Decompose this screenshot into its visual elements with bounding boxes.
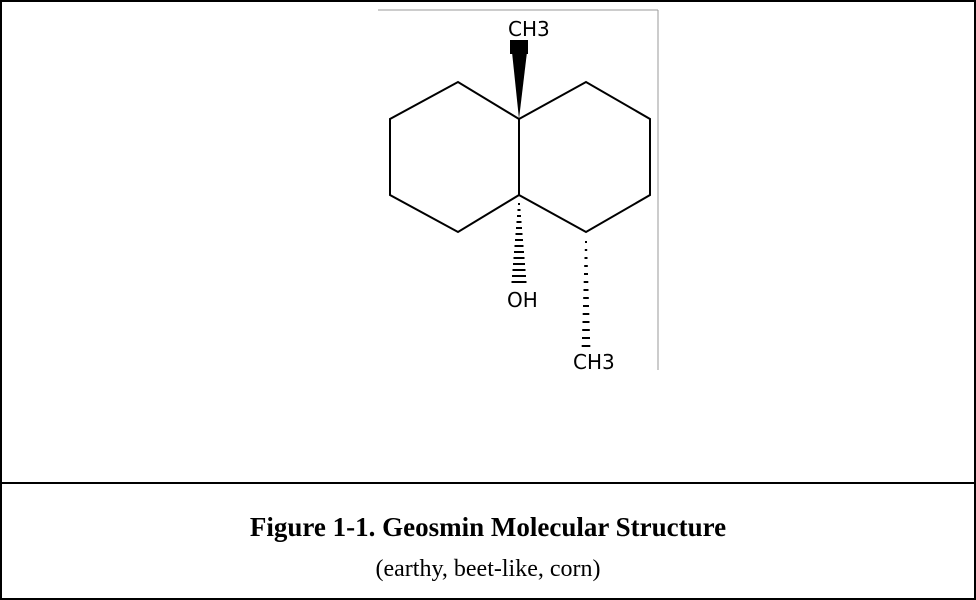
figure-caption-title: Figure 1-1. Geosmin Molecular Structure <box>249 512 727 542</box>
hash-bond-hydroxyl <box>511 203 527 283</box>
label-methyl-top: CH3 <box>508 17 550 41</box>
right-ring <box>518 80 651 234</box>
hash-bond-bottom-methyl <box>581 241 591 347</box>
figure-caption-subtitle: (earthy, beet-like, corn) <box>375 556 601 582</box>
left-ring <box>389 80 520 234</box>
label-hydroxyl: OH <box>507 288 538 312</box>
molecule-image-area: CH3 OH CH3 <box>2 2 974 482</box>
wedge-bond-top-methyl <box>512 52 527 119</box>
label-methyl-bottom: CH3 <box>573 350 615 374</box>
wedge-bond-cap <box>510 40 528 54</box>
geosmin-structure-diagram: CH3 OH CH3 <box>378 9 659 374</box>
caption-divider <box>2 482 974 484</box>
